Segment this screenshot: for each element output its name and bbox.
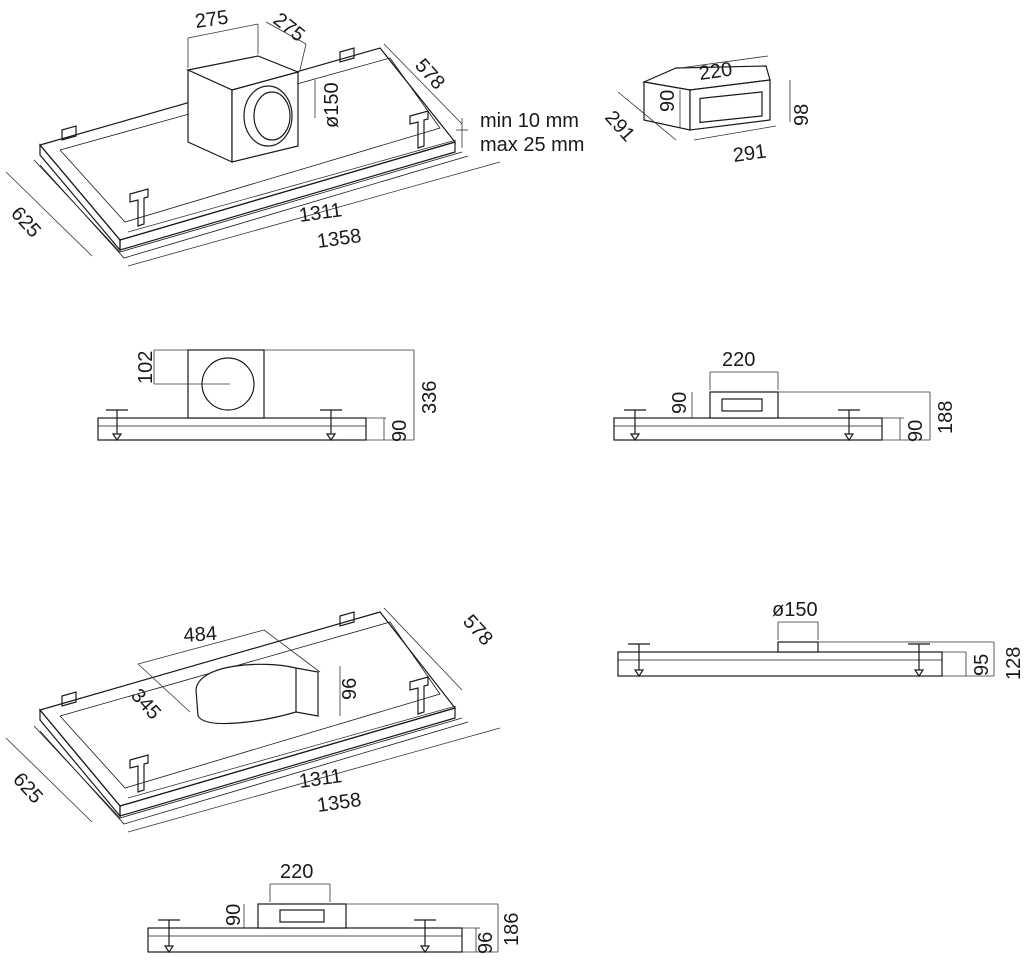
depth-inner-label: 578 <box>410 55 449 95</box>
flat-duct-height-label: 90 <box>669 392 691 414</box>
adapter-depth-bottom-label: 291 <box>732 141 768 167</box>
flat-total-height-label: 188 <box>935 401 957 434</box>
view-front-flat-duct-bottom: 220 90 96 186 <box>147 861 523 954</box>
adapter-outer-height-label: 98 <box>791 104 813 126</box>
view-front-with-box: 102 90 336 <box>97 349 441 442</box>
curved-depth-outer-label: 625 <box>8 769 47 809</box>
adapter-depth-left-label: 291 <box>600 107 639 147</box>
length-inner-label: 1311 <box>298 199 344 227</box>
box-depth-label: 275 <box>269 9 309 47</box>
view-front-round-outlet: ø150 95 128 <box>617 599 1025 680</box>
view-front-flat-duct: 220 90 90 188 <box>613 349 957 442</box>
round-outlet-diameter-label: ø150 <box>772 599 818 621</box>
curved-duct-length-label: 484 <box>183 623 218 647</box>
bottom-duct-width-label: 220 <box>280 861 313 883</box>
adapter-width-label: 220 <box>698 59 734 85</box>
length-outer-label: 1358 <box>316 225 363 253</box>
gap-max-label: max 25 mm <box>480 134 584 156</box>
view-adapter: 220 90 98 291 291 <box>600 55 813 167</box>
curved-length-outer-label: 1358 <box>316 789 363 817</box>
bottom-duct-height-label: 90 <box>223 904 245 926</box>
flat-body-height-label: 90 <box>905 420 927 442</box>
bottom-total-height-label: 186 <box>501 913 523 946</box>
gap-min-label: min 10 mm <box>480 110 579 132</box>
round-body-height-label: 95 <box>971 654 993 676</box>
box-width-label: 275 <box>194 7 230 33</box>
front-body-height-label: 90 <box>389 420 411 442</box>
bottom-body-height-label: 96 <box>475 932 497 954</box>
view-hood-curved-duct: 484 96 345 578 625 1311 1358 <box>5 607 501 833</box>
outlet-diameter-label: ø150 <box>321 82 343 128</box>
round-total-height-label: 128 <box>1003 647 1025 680</box>
depth-outer-label: 625 <box>6 203 45 243</box>
flat-duct-width-label: 220 <box>722 349 755 371</box>
front-total-height-label: 336 <box>419 381 441 414</box>
curved-duct-height-label: 96 <box>339 678 361 700</box>
front-offset-label: 102 <box>135 351 157 384</box>
adapter-height-label: 90 <box>657 90 679 112</box>
view-hood-with-box: 275 275 ø150 578 625 1311 1358 min 10 mm… <box>5 7 584 267</box>
curved-length-inner-label: 1311 <box>298 765 344 793</box>
curved-depth-inner-label: 578 <box>458 611 497 651</box>
